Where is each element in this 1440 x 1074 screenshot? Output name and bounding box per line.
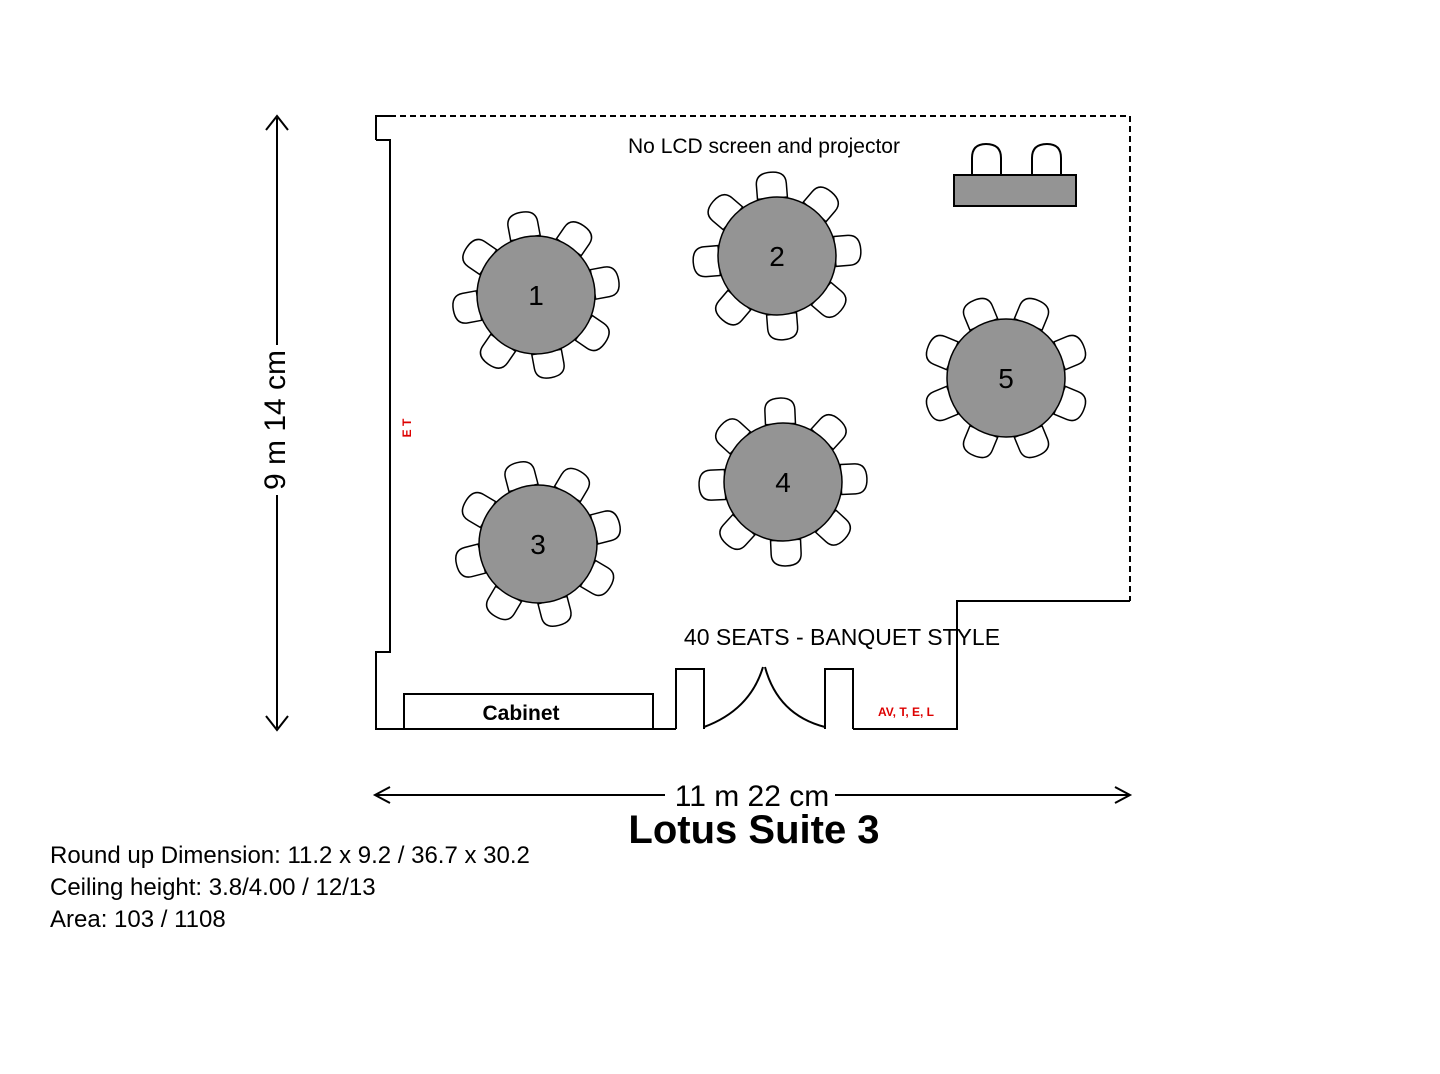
chair <box>462 238 498 276</box>
chair <box>810 281 847 319</box>
entrance-door <box>675 666 854 729</box>
table-number: 1 <box>528 280 544 311</box>
chair <box>962 424 999 459</box>
round-table <box>717 196 837 316</box>
chair <box>692 244 722 278</box>
round-table <box>946 318 1066 438</box>
chair <box>839 463 868 496</box>
cabinet-label: Cabinet <box>482 702 559 725</box>
chair <box>553 467 591 503</box>
chair <box>814 509 852 546</box>
round-table <box>476 235 596 355</box>
outlet-label-left: E T <box>400 418 414 437</box>
round-table <box>723 422 843 542</box>
chair <box>832 234 862 268</box>
table-4: 4 <box>698 397 868 567</box>
width-dimension <box>372 786 1133 804</box>
chair <box>1052 385 1087 422</box>
chair <box>589 510 621 545</box>
table-number: 5 <box>998 363 1014 394</box>
chair <box>455 543 487 578</box>
table-3: 3 <box>455 461 621 627</box>
chair <box>504 461 539 493</box>
chair <box>507 211 542 242</box>
chair <box>461 491 497 529</box>
chair <box>802 186 840 223</box>
height-label: 9 m 14 cm <box>259 350 292 490</box>
chair <box>755 171 789 201</box>
chair <box>479 333 517 369</box>
chair <box>1013 424 1050 459</box>
banquet-tables: 1 2 3 4 5 <box>452 171 1087 627</box>
chair <box>485 585 523 621</box>
chair <box>579 559 615 597</box>
capacity-note: 40 SEATS - BANQUET STYLE <box>684 624 1000 650</box>
table-number: 4 <box>775 467 791 498</box>
round-table <box>478 484 598 604</box>
chair <box>574 314 610 352</box>
table-number: 3 <box>530 529 546 560</box>
area-info: Area: 103 / 1108 <box>50 906 226 933</box>
chair <box>1052 334 1087 371</box>
chair <box>1013 297 1050 332</box>
chair <box>537 595 572 627</box>
cabinet <box>403 693 654 730</box>
table-1: 1 <box>452 211 620 379</box>
head-table <box>953 142 1077 207</box>
chair <box>765 311 799 341</box>
table-number: 2 <box>769 241 785 272</box>
chair <box>714 289 752 326</box>
chair <box>925 334 960 371</box>
table-5: 5 <box>925 297 1087 459</box>
chair <box>925 385 960 422</box>
room-info: Round up Dimension: 11.2 x 9.2 / 36.7 x … <box>50 840 530 936</box>
chair <box>764 397 797 426</box>
width-label: 11 m 22 cm <box>675 780 830 813</box>
chair <box>589 266 620 301</box>
chair <box>769 538 802 567</box>
chair <box>555 221 593 257</box>
chair <box>707 193 744 231</box>
chair <box>719 513 756 551</box>
no-projector-note: No LCD screen and projector <box>628 135 900 158</box>
chair <box>810 413 847 451</box>
table-2: 2 <box>692 171 862 341</box>
dimension-info: Round up Dimension: 11.2 x 9.2 / 36.7 x … <box>50 842 530 869</box>
chair <box>962 297 999 332</box>
outlet-label-bottom: AV, T, E, L <box>878 705 934 719</box>
height-dimension <box>265 114 289 732</box>
chair <box>452 289 483 324</box>
chair <box>698 468 727 501</box>
ceiling-info: Ceiling height: 3.8/4.00 / 12/13 <box>50 874 376 901</box>
chair <box>714 418 752 455</box>
page-title: Lotus Suite 3 <box>628 808 880 852</box>
chair <box>530 348 565 379</box>
